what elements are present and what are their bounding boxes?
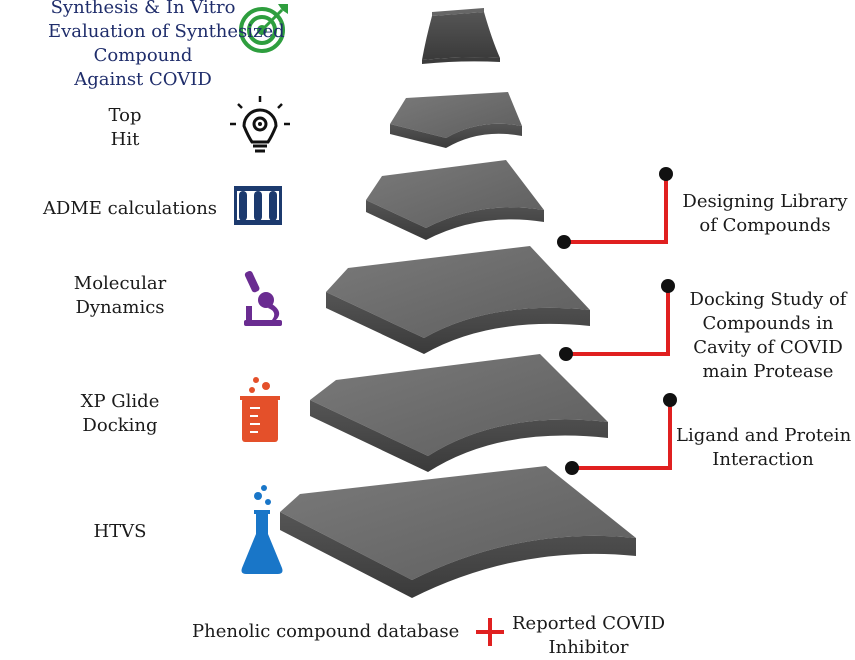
stage-label-molecular-dynamics: Molecular Dynamics — [60, 272, 180, 320]
connector-2 — [566, 286, 670, 356]
footer-inhibitor-label: Reported COVID Inhibitor — [512, 612, 665, 660]
stage-label-line: Top — [108, 105, 142, 126]
annotation-line: Cavity of COVID — [693, 337, 843, 358]
stage-label-line: Dynamics — [75, 297, 165, 318]
stage-label-adme: ADME calculations — [30, 197, 230, 221]
stage-label-line: Evaluation of Synthesized — [48, 21, 285, 42]
plus-icon — [476, 618, 504, 646]
connector-3-dot-start — [565, 461, 579, 475]
pyramid-layer-3 — [366, 160, 544, 240]
microscope-icon — [244, 270, 282, 326]
beaker-icon — [240, 377, 280, 442]
pyramid-layer-2 — [390, 92, 522, 148]
stage-label-line: Against COVID — [74, 69, 212, 90]
pyramid-layer-1 — [422, 8, 500, 64]
stage-label-line: Hit — [110, 129, 140, 150]
stage-label-line: XP Glide — [80, 391, 160, 412]
stage-label-htvs: HTVS — [80, 520, 160, 544]
annotation-line: Designing Library — [682, 191, 848, 212]
target-icon — [239, 4, 288, 53]
flask-icon — [241, 485, 283, 574]
connector-2-dot-end — [661, 279, 675, 293]
test-tubes-icon — [234, 186, 282, 225]
annotation-line: Interaction — [712, 449, 814, 470]
connector-2-dot-start — [559, 347, 573, 361]
annotation-line: Compounds in — [702, 313, 834, 334]
stage-label-synthesis: Synthesis & In Vitro Evaluation of Synth… — [48, 0, 285, 92]
footer-inhibitor-line: Inhibitor — [548, 637, 629, 658]
annotation-line: Docking Study of — [689, 289, 847, 310]
stage-label-line: Compound — [93, 45, 193, 66]
connector-3 — [572, 400, 672, 470]
stage-label-line: Molecular — [73, 273, 167, 294]
annotation-docking-study: Docking Study of Compounds in Cavity of … — [688, 288, 848, 384]
stage-label-line: ADME calculations — [42, 198, 218, 219]
connector-1-dot-end — [659, 167, 673, 181]
stage-label-line: Synthesis & In Vitro — [50, 0, 236, 18]
pyramid-layer-4 — [326, 246, 590, 354]
connector-1-dot-start — [557, 235, 571, 249]
connector-1 — [564, 174, 668, 244]
annotation-designing-library: Designing Library of Compounds — [680, 190, 850, 238]
annotation-line: main Protease — [702, 361, 834, 382]
lightbulb-gear-icon — [230, 96, 290, 153]
footer-inhibitor-line: Reported COVID — [512, 613, 666, 634]
footer-database-label: Phenolic compound database — [192, 621, 460, 642]
annotation-line: of Compounds — [699, 215, 831, 236]
stage-label-top-hit: Top Hit — [90, 104, 160, 152]
stage-label-line: HTVS — [93, 521, 147, 542]
pyramid-layer-5 — [310, 354, 608, 472]
stage-label-xp-glide: XP Glide Docking — [70, 390, 170, 438]
stage-label-line: Docking — [82, 415, 158, 436]
pyramid-layer-6 — [280, 466, 636, 598]
annotation-ligand-protein: Ligand and Protein Interaction — [676, 424, 852, 472]
connector-3-dot-end — [663, 393, 677, 407]
annotation-line: Ligand and Protein — [676, 425, 852, 446]
